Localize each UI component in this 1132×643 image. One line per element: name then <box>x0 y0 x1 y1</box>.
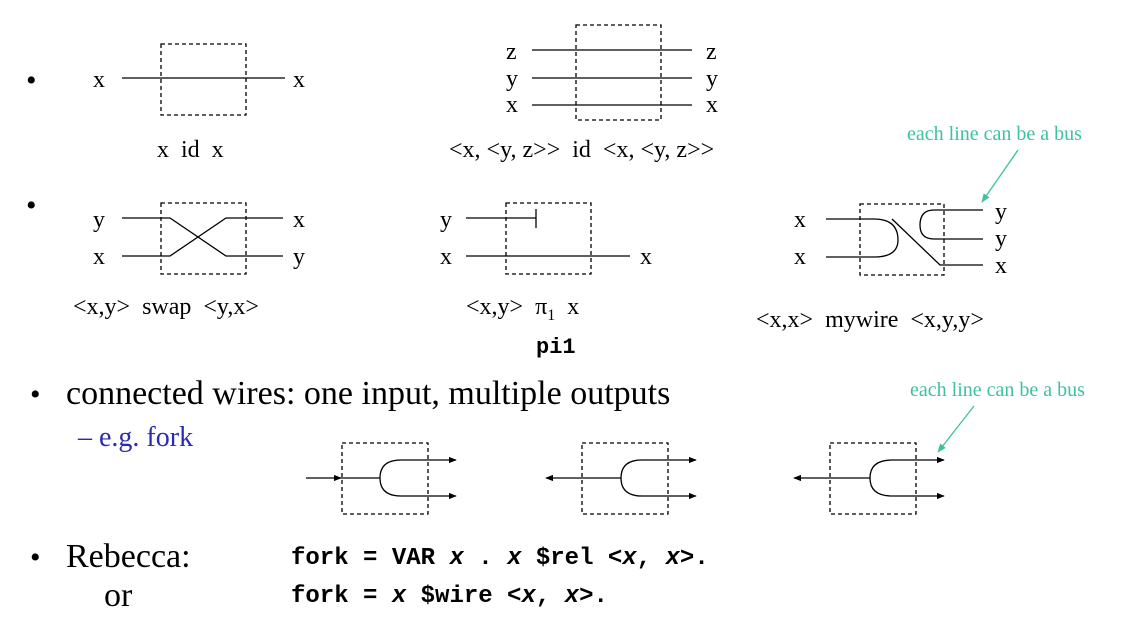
pi1-caption: <x,y> π1 x <box>466 294 579 324</box>
bus-note-1-arrow <box>981 149 1019 203</box>
mywire-input-x-2: x <box>794 244 806 270</box>
identity-single-diagram <box>122 43 285 116</box>
fork-diagram-2 <box>545 442 697 515</box>
bullet-4: • <box>30 541 41 574</box>
swap-input-x: x <box>93 244 105 270</box>
code2-b: x <box>391 583 407 610</box>
identity-nested-input-y: y <box>506 66 518 92</box>
code1-b: x <box>449 545 464 572</box>
fork-diagram-1 <box>306 442 457 515</box>
bullet-3: • <box>30 378 41 411</box>
code1-e: $rel < <box>521 545 623 572</box>
identity-single-output-label: x <box>293 67 305 93</box>
bus-note-2-arrow <box>937 405 975 453</box>
identity-nested-output-y: y <box>706 66 718 92</box>
pi1-code-label: pi1 <box>536 335 576 360</box>
identity-nested-output-x: x <box>706 92 718 118</box>
rebecca-label: Rebecca: <box>66 538 191 575</box>
identity-nested-output-z: z <box>706 39 717 65</box>
identity-nested-diagram <box>532 24 692 121</box>
swap-output-x: x <box>293 207 305 233</box>
pi1-caption-post: x <box>555 294 579 320</box>
code1-a: fork = VAR <box>291 545 450 572</box>
mywire-output-y-1: y <box>995 199 1007 225</box>
mywire-caption: <x,x> mywire <x,y,y> <box>756 307 984 333</box>
code2-d: x <box>521 583 536 610</box>
swap-input-y: y <box>93 207 105 233</box>
identity-single-input-label: x <box>93 67 105 93</box>
mywire-output-x: x <box>995 253 1007 279</box>
pi1-output-x: x <box>640 244 652 270</box>
identity-nested-caption: <x, <y, z>> id <x, <y, z>> <box>449 137 714 163</box>
swap-diagram <box>122 202 283 275</box>
code1-d: x <box>507 545 522 572</box>
code2-g: >. <box>579 583 608 610</box>
identity-nested-input-z: z <box>506 39 517 65</box>
code1-h: x <box>665 545 680 572</box>
rebecca-or: or <box>104 577 133 614</box>
pi1-input-x: x <box>440 244 452 270</box>
code1-g: , <box>636 545 666 572</box>
bullet-2: • <box>26 189 37 222</box>
pi1-diagram <box>466 202 630 275</box>
code1-c: . <box>463 545 508 572</box>
code2-e: , <box>535 583 565 610</box>
mywire-diagram <box>826 203 983 276</box>
pi1-caption-pre: <x,y> π <box>466 294 547 320</box>
swap-output-y: y <box>293 244 305 270</box>
bullet-1: • <box>26 64 37 97</box>
fork-diagram-3 <box>793 442 945 515</box>
code2-f: x <box>564 583 580 610</box>
code2-a: fork = <box>291 583 392 610</box>
identity-single-caption: x id x <box>157 137 224 163</box>
pi1-caption-subscript: 1 <box>547 307 555 324</box>
identity-nested-input-x: x <box>506 92 518 118</box>
fork-example-text: – e.g. fork <box>77 422 193 453</box>
mywire-input-x-1: x <box>794 207 806 233</box>
code1-i: >. <box>679 545 709 572</box>
bus-note-2: each line can be a bus <box>910 379 1085 401</box>
pi1-input-y: y <box>440 207 452 233</box>
rebecca-code-line-2: fork = x $wire <x, x>. <box>291 583 608 610</box>
code1-f: x <box>622 545 637 572</box>
code2-c: $wire < <box>406 583 522 610</box>
rebecca-code-line-1: fork = VAR x . x $rel <x, x>. <box>291 545 709 572</box>
mywire-output-y-2: y <box>995 226 1007 252</box>
bus-note-1: each line can be a bus <box>907 123 1082 145</box>
swap-caption: <x,y> swap <y,x> <box>73 294 259 320</box>
connected-wires-text: connected wires: one input, multiple out… <box>66 375 670 412</box>
